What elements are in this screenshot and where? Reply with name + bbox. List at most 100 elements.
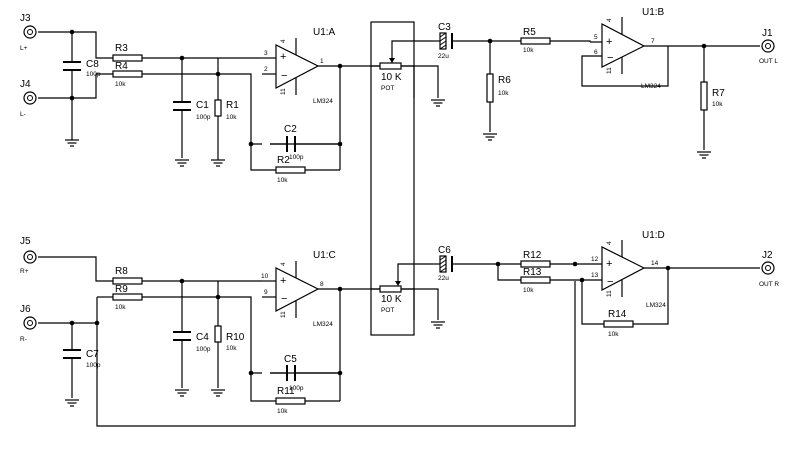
r1-value: 10k <box>226 114 237 121</box>
resistor-r5[interactable]: R5 10k <box>520 27 551 54</box>
u1a-pin-out: 1 <box>320 58 324 65</box>
j3-ref: J3 <box>20 13 31 24</box>
c3-value: 22u <box>438 53 449 60</box>
r2-ref: R2 <box>277 155 290 166</box>
opamp-u1c[interactable]: + − U1:C LM324 10 9 8 4 11 <box>261 250 336 328</box>
minus-sign: − <box>607 276 613 288</box>
resistor-r1[interactable]: R1 10k <box>214 99 239 121</box>
plus-sign: + <box>280 275 286 287</box>
r9-value: 10k <box>115 304 126 311</box>
resistor-r7[interactable]: R7 10k <box>700 81 725 111</box>
c4-ref: C4 <box>196 332 209 343</box>
c5-value: 100p <box>289 385 304 392</box>
r14-ref: R14 <box>608 309 627 320</box>
connector-j5[interactable]: J5 R+ <box>20 236 37 275</box>
capacitor-c4[interactable]: C4 100p <box>173 331 211 353</box>
u1b-pin-vplus: 4 <box>606 18 613 22</box>
c7-value: 100p <box>86 362 101 369</box>
resistor-r12[interactable]: R12 <box>520 250 551 268</box>
resistor-r2[interactable]: R2 10k <box>275 155 306 184</box>
r10-ref: R10 <box>226 332 245 343</box>
u1a-part: LM324 <box>313 98 333 105</box>
u1d-pin-minus: 13 <box>591 272 599 279</box>
pot-bottom-label: POT <box>381 307 394 314</box>
junction-dots <box>69 29 707 376</box>
u1d-pin-vminus: 11 <box>606 290 613 297</box>
resistor-r13[interactable]: R13 10k <box>520 267 551 294</box>
j5-ref: J5 <box>20 236 31 247</box>
connector-j1[interactable]: J1 OUT L <box>759 28 778 65</box>
r13-value: 10k <box>523 287 534 294</box>
pot-bottom[interactable]: 10 K POT <box>379 281 402 314</box>
capacitor-c1[interactable]: C1 100p <box>173 100 211 121</box>
resistor-r4[interactable]: R4 10k <box>112 61 143 88</box>
minus-sign: − <box>281 293 287 305</box>
u1c-pin-vplus: 4 <box>280 262 287 266</box>
u1c-pin-plus: 10 <box>261 273 269 280</box>
resistor-r14[interactable]: R14 10k <box>603 309 634 338</box>
resistor-r6[interactable]: R6 10k <box>486 73 511 103</box>
resistor-r9[interactable]: R9 10k <box>112 284 143 311</box>
pot-top[interactable]: 10 K POT <box>379 58 402 92</box>
c5-ref: C5 <box>284 354 297 365</box>
connector-j2[interactable]: J2 OUT R <box>759 250 779 288</box>
u1a-pin-plus: 3 <box>264 50 268 57</box>
j6-pin: R- <box>20 336 27 343</box>
j1-ref: J1 <box>762 28 773 39</box>
r8-ref: R8 <box>115 266 128 277</box>
plus-sign: + <box>606 36 612 48</box>
r13-ref: R13 <box>523 267 542 278</box>
j4-pin: L- <box>20 111 26 118</box>
capacitor-c6[interactable]: C6 22u <box>433 245 456 282</box>
j2-ref: J2 <box>762 250 773 261</box>
c4-value: 100p <box>196 346 211 353</box>
connector-j4[interactable]: J4 L- <box>20 79 37 118</box>
capacitor-c2[interactable]: C2 100p <box>270 124 340 161</box>
c3-ref: C3 <box>438 22 451 33</box>
plus-sign: + <box>280 51 286 63</box>
j1-pin: OUT L <box>759 58 778 65</box>
u1c-pin-out: 8 <box>320 281 324 288</box>
c1-ref: C1 <box>196 100 209 111</box>
pot-top-value: 10 K <box>381 72 402 83</box>
u1a-pin-minus: 2 <box>264 66 268 73</box>
resistor-r11[interactable]: R11 10k <box>275 386 306 415</box>
capacitor-c3[interactable]: C3 22u <box>433 22 456 60</box>
u1a-pin-vminus: 11 <box>280 88 287 95</box>
u1c-pin-minus: 9 <box>264 289 268 296</box>
r4-ref: R4 <box>115 61 128 72</box>
u1b-pin-plus: 5 <box>594 34 598 41</box>
capacitor-c8[interactable]: C8 100p <box>63 59 101 78</box>
r4-value: 10k <box>115 81 126 88</box>
r3-ref: R3 <box>115 43 128 54</box>
u1b-pin-vminus: 11 <box>606 67 613 74</box>
r6-value: 10k <box>498 90 509 97</box>
u1a-ref: U1:A <box>313 27 336 38</box>
r7-value: 10k <box>712 101 723 108</box>
r6-ref: R6 <box>498 75 511 86</box>
resistor-r8[interactable]: R8 <box>112 266 143 285</box>
resistor-r10[interactable]: R10 10k <box>214 325 245 352</box>
opamp-u1b[interactable]: + − U1:B LM324 5 6 7 4 11 <box>590 7 665 90</box>
pot-bottom-value: 10 K <box>381 294 402 305</box>
connector-j3[interactable]: J3 L+ <box>20 13 37 52</box>
c7-ref: C7 <box>86 349 99 360</box>
r10-value: 10k <box>226 345 237 352</box>
r12-ref: R12 <box>523 250 542 261</box>
opamp-u1d[interactable]: + − U1:D LM324 12 13 14 4 11 <box>591 230 666 309</box>
r5-value: 10k <box>523 47 534 54</box>
j2-pin: OUT R <box>759 281 779 288</box>
capacitor-c7[interactable]: C7 100p <box>63 349 101 369</box>
capacitor-c5[interactable]: C5 100p <box>270 354 340 392</box>
u1b-pin-minus: 6 <box>594 49 598 56</box>
c8-value: 100p <box>86 71 101 78</box>
u1d-pin-vplus: 4 <box>606 241 613 245</box>
c2-ref: C2 <box>284 124 297 135</box>
opamp-u1a[interactable]: + − U1:A LM324 3 2 1 4 11 <box>262 27 336 105</box>
u1d-ref: U1:D <box>642 230 665 241</box>
connector-j6[interactable]: J6 R- <box>20 304 37 343</box>
resistor-r3[interactable]: R3 <box>112 43 143 62</box>
minus-sign: − <box>607 52 613 64</box>
r9-ref: R9 <box>115 284 128 295</box>
u1d-pin-plus: 12 <box>591 256 599 263</box>
